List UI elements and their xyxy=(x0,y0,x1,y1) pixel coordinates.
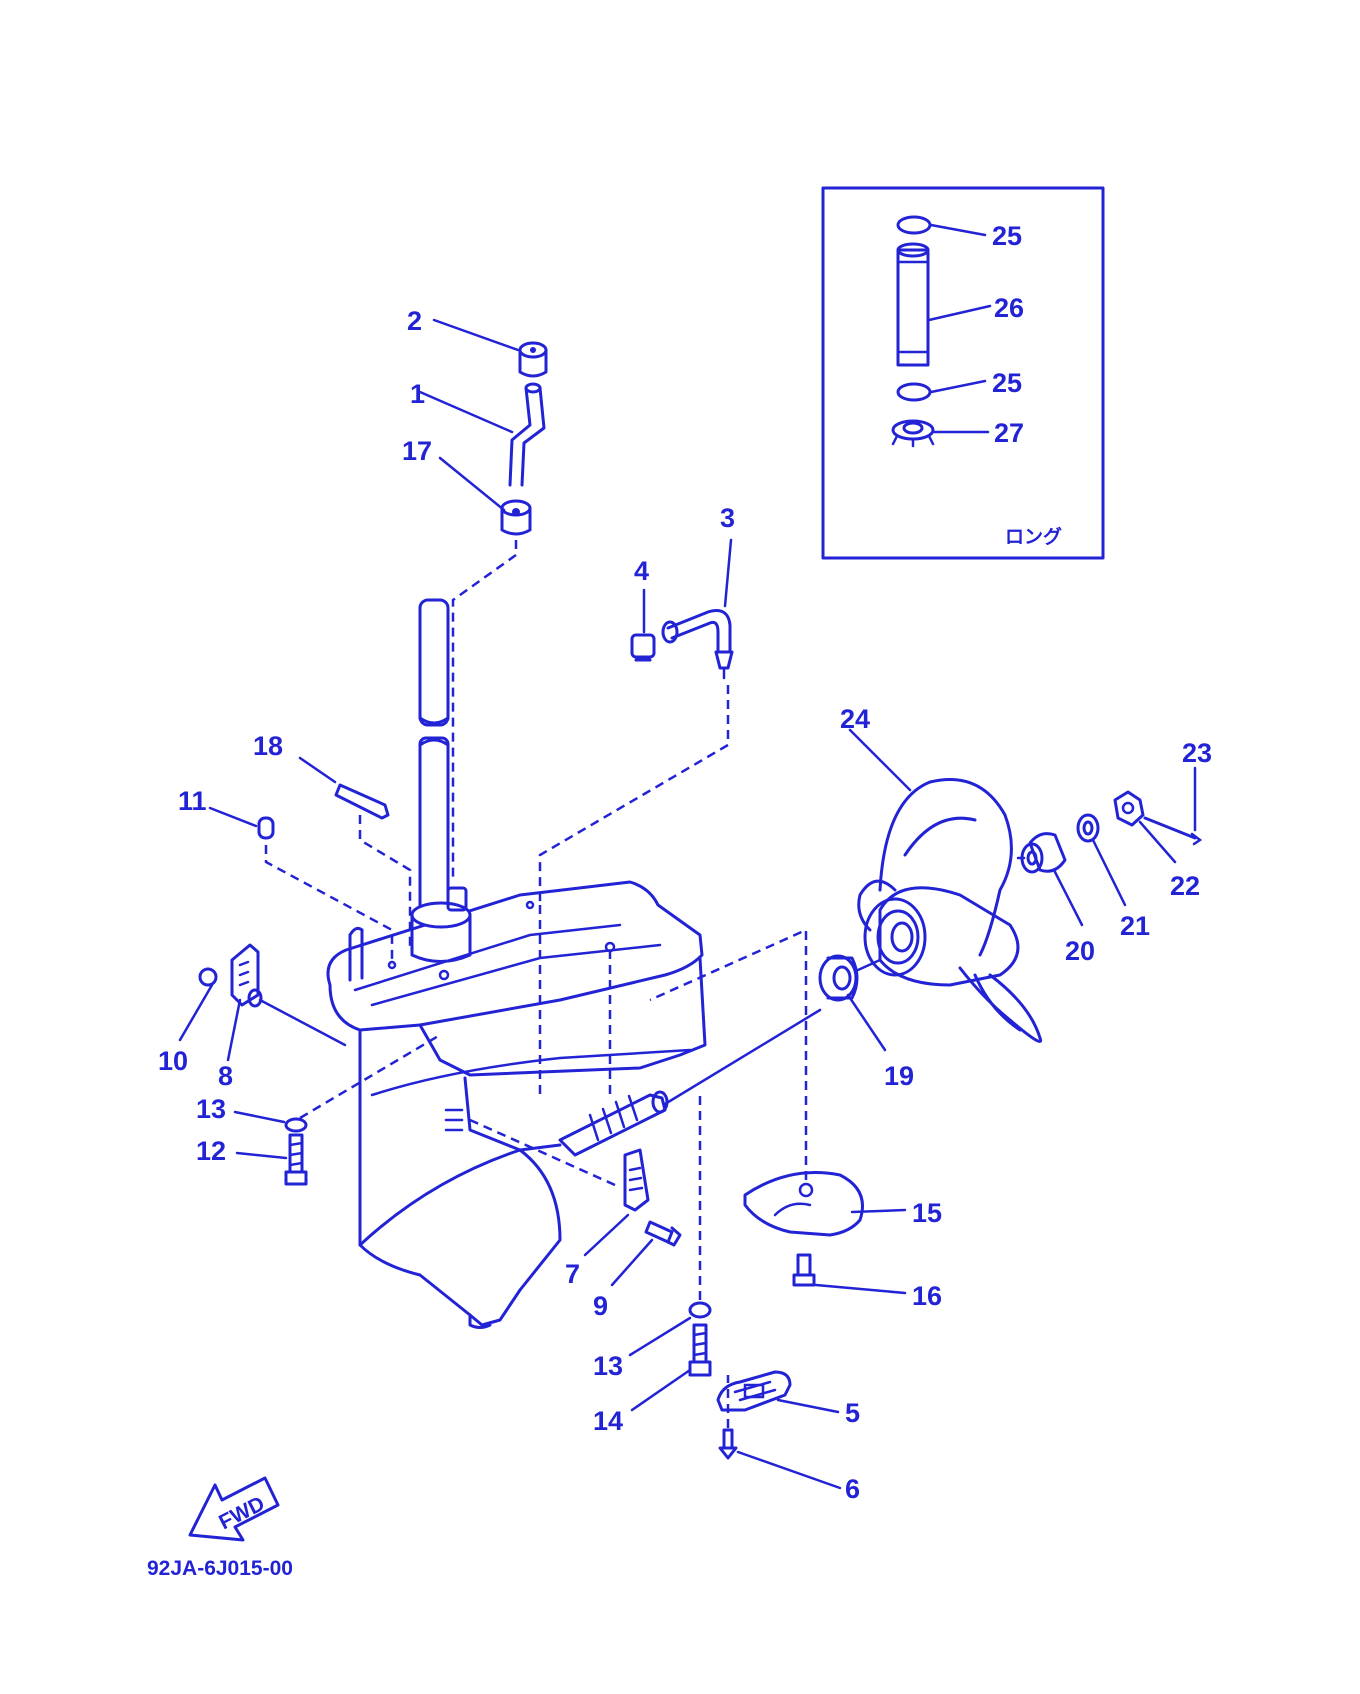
callout-6: 6 xyxy=(845,1474,860,1504)
callout-27: 27 xyxy=(994,418,1024,448)
callout-17: 17 xyxy=(402,436,432,466)
callout-19: 19 xyxy=(884,1061,914,1091)
callout-22: 22 xyxy=(1170,871,1200,901)
part-13-washer-left: 13 xyxy=(196,1033,441,1133)
part-24-propeller: 24 xyxy=(840,704,1043,1043)
part-9-screw: 9 xyxy=(593,1220,682,1321)
part-16-bolt: 16 xyxy=(792,1253,942,1311)
callout-25-top: 25 xyxy=(992,221,1022,251)
callout-16: 16 xyxy=(912,1281,942,1311)
lower-casing xyxy=(326,880,707,1329)
callout-10: 10 xyxy=(158,1046,188,1076)
part-23-cotter-pin: 23 xyxy=(1143,738,1212,846)
part-20-spacer: 20 xyxy=(1016,832,1095,966)
callout-1: 1 xyxy=(410,379,425,409)
part-27-grommet xyxy=(891,419,935,448)
part-6-screw: 6 xyxy=(718,1375,860,1504)
fwd-direction-arrow: FWD xyxy=(188,1476,280,1542)
callout-24: 24 xyxy=(840,704,870,734)
callout-7: 7 xyxy=(565,1259,580,1289)
part-13-washer-center: 13 xyxy=(593,1095,712,1381)
callout-15: 15 xyxy=(912,1198,942,1228)
callout-13-left: 13 xyxy=(196,1094,226,1124)
callout-14: 14 xyxy=(593,1406,623,1436)
part-25-oring-top xyxy=(896,215,932,235)
water-tube-assembly: 2 1 17 xyxy=(402,306,548,880)
part-17-grommet xyxy=(500,499,532,536)
part-25-oring-bottom xyxy=(896,382,932,402)
callout-20: 20 xyxy=(1065,936,1095,966)
part-4-plug xyxy=(630,633,656,662)
callout-13-center: 13 xyxy=(593,1351,623,1381)
callout-8: 8 xyxy=(218,1061,233,1091)
part-12-bolt-left: 12 xyxy=(196,1133,308,1186)
part-10-bolt: 10 xyxy=(158,967,218,1076)
callout-26: 26 xyxy=(994,293,1024,323)
callout-21: 21 xyxy=(1120,911,1150,941)
part-3-tube xyxy=(666,609,732,652)
part-5-anode-plate: 5 xyxy=(716,1370,860,1428)
callout-25-bottom: 25 xyxy=(992,368,1022,398)
part-8-anode: 8 xyxy=(218,943,347,1091)
propeller-shaft xyxy=(558,1008,822,1157)
callout-2: 2 xyxy=(407,306,422,336)
drawing-code: 92JA-6J015-00 xyxy=(147,1557,293,1580)
callout-23: 23 xyxy=(1182,738,1212,768)
inset-frame xyxy=(821,186,1105,560)
part-15-trim-tab: 15 xyxy=(649,928,942,1237)
part-11-dowel: 11 xyxy=(178,786,394,965)
part-2-cap xyxy=(518,341,548,378)
callout-12: 12 xyxy=(196,1136,226,1166)
part-1-tube xyxy=(508,386,532,487)
cooling-tube-assembly: 3 4 xyxy=(538,503,735,905)
drive-shaft xyxy=(418,598,450,915)
part-19-thrust-washer: 19 xyxy=(818,954,914,1091)
inset-long-shaft: 25 26 25 27 ロング xyxy=(821,186,1105,560)
part-14-bolt-center: 14 xyxy=(593,1323,712,1436)
callout-3: 3 xyxy=(720,503,735,533)
callout-9: 9 xyxy=(593,1291,608,1321)
callout-5: 5 xyxy=(845,1398,860,1428)
part-21-washer: 21 xyxy=(1076,813,1150,941)
callout-4: 4 xyxy=(634,556,649,586)
inset-label-long: ロング xyxy=(1005,525,1062,548)
callout-11: 11 xyxy=(178,786,207,816)
part-18-pin: 18 xyxy=(253,731,412,950)
callout-18: 18 xyxy=(253,731,283,761)
part-26-tube xyxy=(896,242,930,367)
part-7-plate: 7 xyxy=(469,1118,650,1289)
part-22-nut: 22 xyxy=(1113,790,1200,901)
